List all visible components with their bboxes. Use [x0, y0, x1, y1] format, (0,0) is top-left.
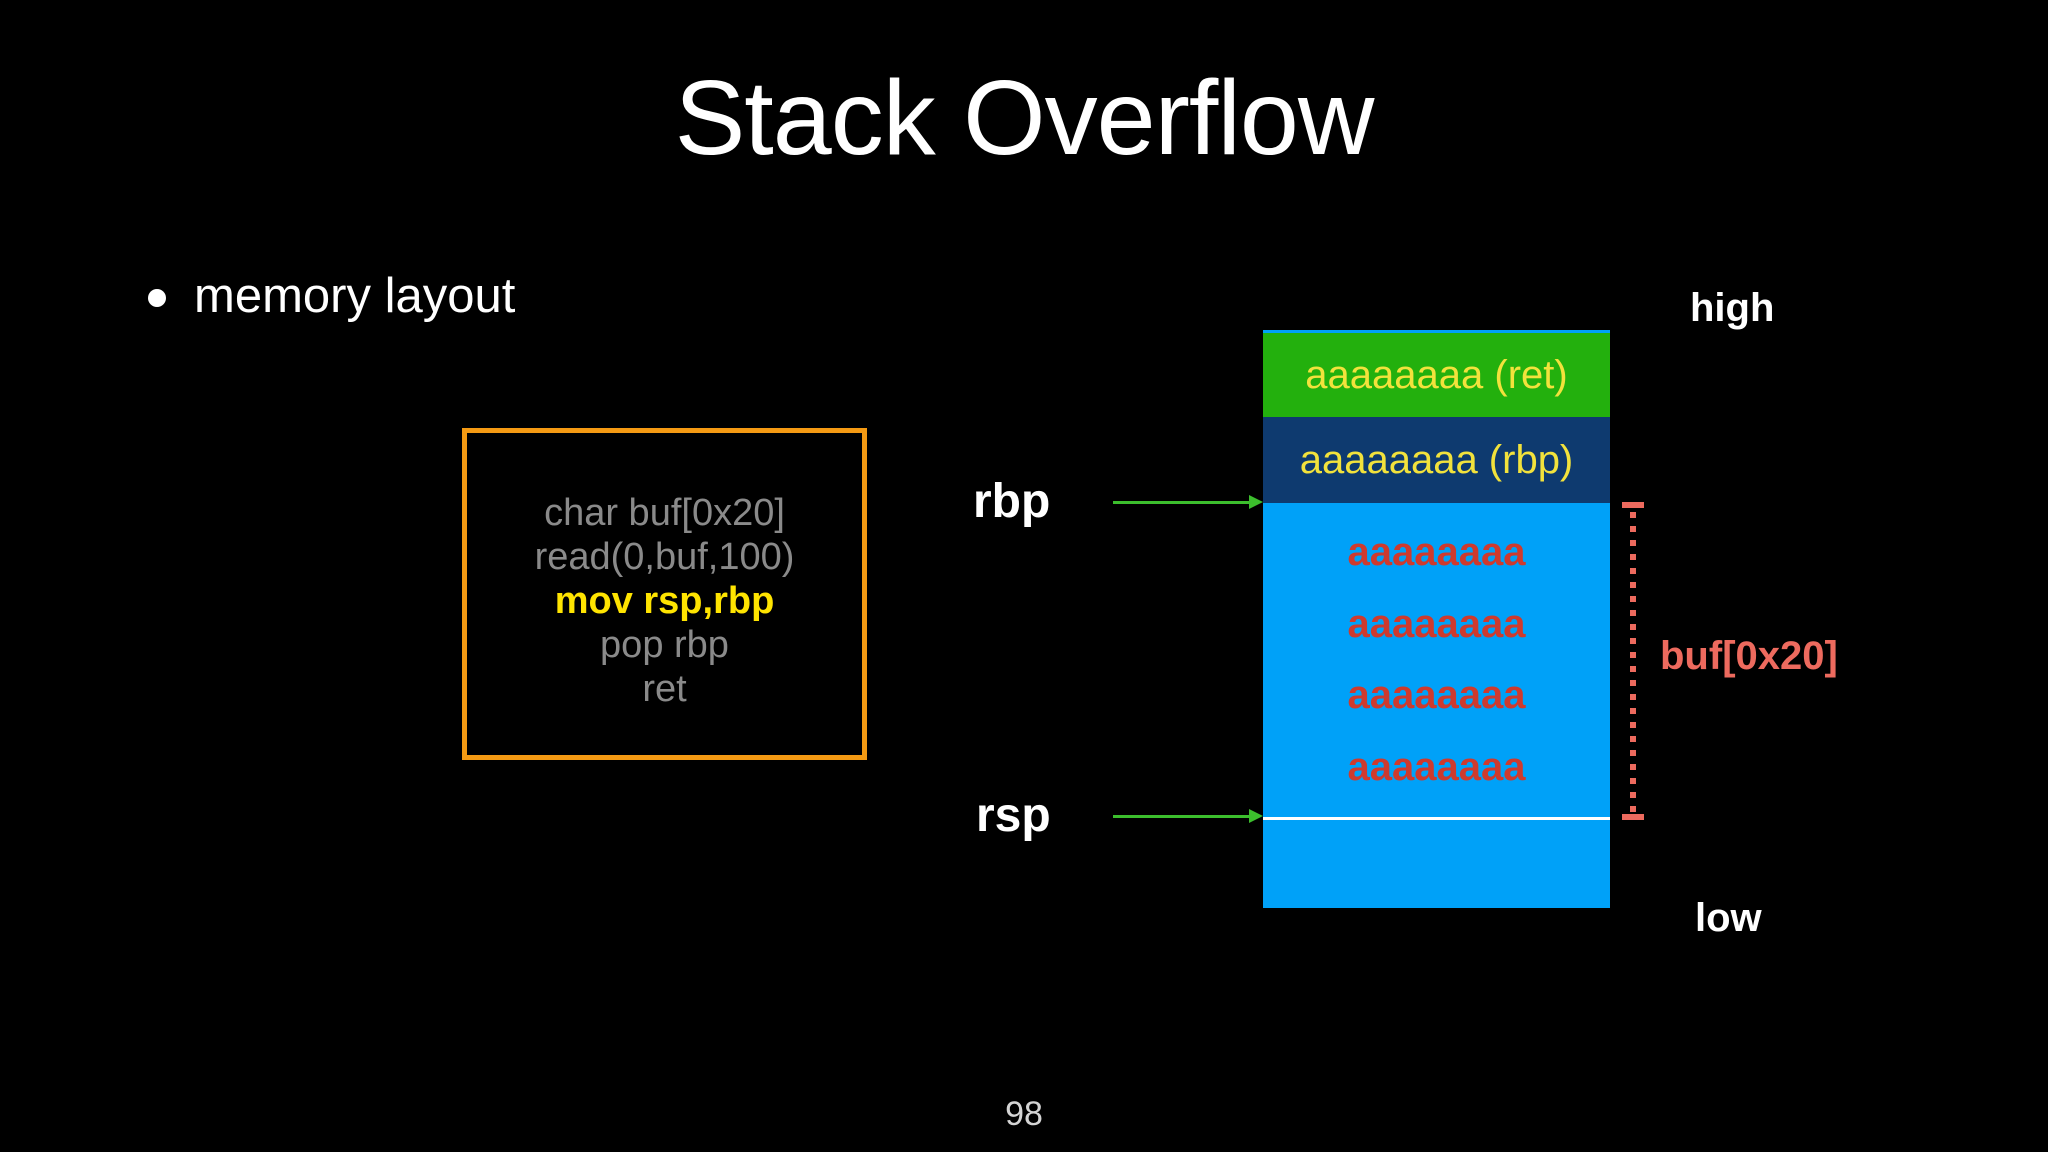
buffer-value: aaaaaaaa: [1347, 601, 1526, 646]
stack-frame-rbp: aaaaaaaa (rbp): [1263, 417, 1610, 503]
code-line-highlighted: mov rsp,rbp: [554, 580, 775, 622]
stack-frame-ret: aaaaaaaa (ret): [1263, 333, 1610, 417]
code-line: pop rbp: [600, 624, 729, 666]
buffer-size-label: buf[0x20]: [1660, 634, 1838, 678]
stack-frame-ret-label: aaaaaaaa (ret): [1305, 352, 1568, 397]
rsp-arrow-icon: [1113, 809, 1263, 823]
low-address-label: low: [1695, 896, 1762, 940]
code-line: read(0,buf,100): [534, 536, 795, 578]
stack-buffer-region: aaaaaaaa aaaaaaaa aaaaaaaa aaaaaaaa: [1263, 503, 1610, 817]
bullet-dot-icon: [148, 289, 166, 307]
code-line: char buf[0x20]: [544, 492, 785, 534]
bullet-label: memory layout: [194, 269, 516, 323]
code-line: ret: [642, 668, 687, 710]
stack-diagram: aaaaaaaa (ret) aaaaaaaa (rbp) aaaaaaaa a…: [1263, 330, 1610, 908]
high-address-label: high: [1690, 286, 1775, 330]
rsp-register-label: rsp: [976, 789, 1051, 842]
buffer-value: aaaaaaaa: [1347, 673, 1526, 718]
stack-frame-rbp-label: aaaaaaaa (rbp): [1299, 437, 1574, 482]
buf-bracket-top-cap: [1622, 502, 1644, 508]
page-number: 98: [1005, 1095, 1043, 1133]
buffer-value: aaaaaaaa: [1347, 745, 1526, 790]
slide-title: Stack Overflow: [674, 59, 1375, 177]
bullet-item: memory layout: [148, 268, 515, 324]
buf-bracket-bottom-cap: [1622, 814, 1644, 820]
rbp-register-label: rbp: [973, 475, 1051, 528]
buffer-value: aaaaaaaa: [1347, 529, 1526, 574]
rbp-arrow-icon: [1113, 495, 1263, 509]
buf-bracket-dotted-line: [1630, 512, 1636, 812]
rsp-position-line: [1263, 817, 1610, 820]
code-box: char buf[0x20] read(0,buf,100) mov rsp,r…: [462, 428, 867, 760]
